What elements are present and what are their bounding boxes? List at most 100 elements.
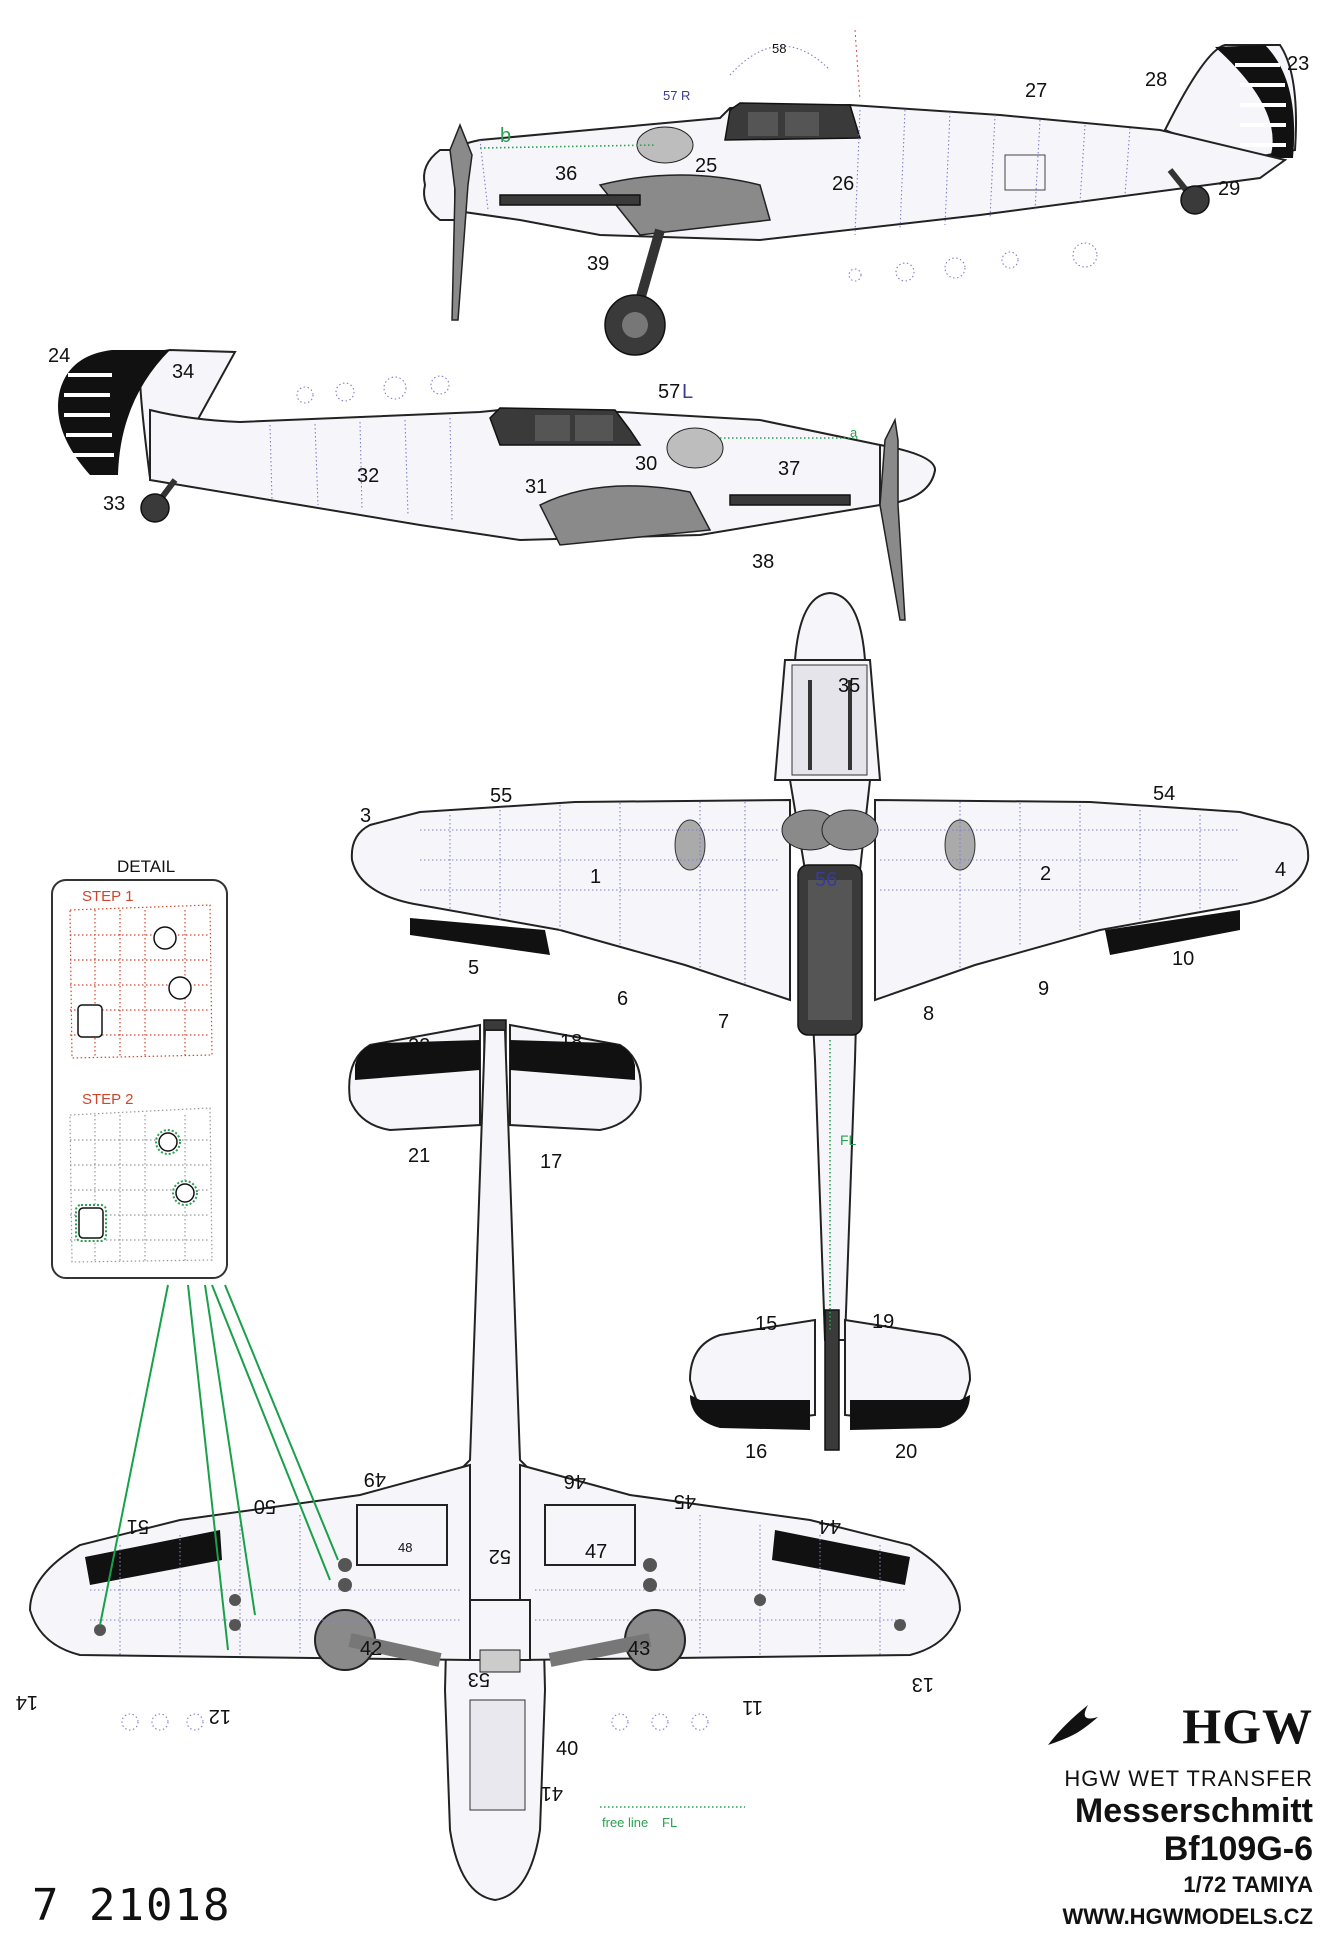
propeller-left — [879, 417, 906, 621]
detail-step1-grid — [69, 904, 213, 1059]
label-41: 41 — [541, 1782, 563, 1804]
detail-step1-label: STEP 1 — [82, 888, 133, 905]
label-50: 50 — [254, 1495, 276, 1517]
label-40: 40 — [556, 1738, 578, 1760]
detail-arrows — [99, 1284, 339, 1651]
label-38: 38 — [752, 551, 774, 573]
catalog-number: 7 21018 — [32, 1880, 232, 1931]
label-11: 11 — [742, 1696, 763, 1718]
label-a: a — [850, 425, 858, 440]
label-17: 17 — [540, 1151, 562, 1173]
label-42: 42 — [360, 1638, 382, 1660]
logo-text: HGW — [1182, 1698, 1313, 1754]
detail-panel: DETAIL STEP 1 STEP 2 — [51, 857, 339, 1651]
top-view: 35 55 54 3 4 1 2 56 5 6 7 8 9 10 FL 15 1… — [350, 591, 1310, 1463]
label-free-line: free line — [602, 1815, 648, 1830]
bottom-fuselage — [443, 1029, 547, 1902]
label-36: 36 — [555, 163, 577, 185]
label-23: 23 — [1287, 53, 1309, 75]
rudder-black-left — [58, 350, 170, 475]
label-52: 52 — [489, 1545, 511, 1567]
label-5: 5 — [468, 957, 479, 979]
label-33: 33 — [103, 493, 125, 515]
label-6: 6 — [617, 988, 628, 1010]
left-radiator — [356, 1504, 448, 1566]
label-12: 12 — [209, 1705, 231, 1727]
label-10: 10 — [1172, 948, 1194, 970]
tail-wheel-right — [1180, 185, 1210, 215]
right-radiator — [544, 1504, 636, 1566]
label-49: 49 — [364, 1468, 386, 1490]
label-56: 56 — [815, 869, 837, 891]
label-14: 14 — [16, 1691, 38, 1713]
label-57-letter-r: R — [681, 88, 690, 103]
label-45: 45 — [674, 1490, 696, 1512]
product-line: HGW WET TRANSFER — [1064, 1766, 1313, 1791]
fuselage-left-profile: 24 34 57 L a 32 31 30 37 33 38 — [48, 345, 937, 621]
label-57-num: 57 — [663, 88, 677, 103]
left-flap-hatch — [410, 918, 550, 955]
label-57-num-left: 57 — [658, 381, 680, 403]
model-name: Bf109G-6 — [1163, 1830, 1313, 1868]
tail-wheel-left — [140, 493, 170, 523]
label-9: 9 — [1038, 978, 1049, 1000]
label-27: 27 — [1025, 80, 1047, 102]
bird-emblem-icon — [1048, 1705, 1098, 1745]
label-32: 32 — [357, 465, 379, 487]
scale-kit: 1/72 TAMIYA — [1183, 1872, 1313, 1897]
label-57-letter-l: L — [682, 381, 693, 403]
label-28: 28 — [1145, 69, 1167, 91]
label-21: 21 — [408, 1145, 430, 1167]
label-free-line-code: FL — [662, 1815, 677, 1830]
label-16: 16 — [745, 1441, 767, 1463]
label-47: 47 — [585, 1541, 607, 1563]
bottom-view: 49 46 45 50 51 44 48 52 47 42 53 43 14 1… — [16, 1029, 962, 1902]
label-20: 20 — [895, 1441, 917, 1463]
detail-step2-grid — [69, 1107, 213, 1263]
detail-step2-label: STEP 2 — [82, 1091, 133, 1108]
label-34: 34 — [172, 361, 194, 383]
label-b: b — [500, 125, 511, 147]
label-18: 18 — [560, 1031, 582, 1053]
label-15: 15 — [755, 1313, 777, 1335]
label-22: 22 — [408, 1035, 430, 1057]
label-3: 3 — [360, 805, 371, 827]
label-1: 1 — [590, 866, 601, 888]
right-flap-hatch — [1105, 910, 1240, 955]
label-44: 44 — [819, 1515, 841, 1537]
propeller-right — [449, 122, 473, 321]
spinner-right — [423, 149, 456, 221]
label-8: 8 — [923, 1003, 934, 1025]
label-39: 39 — [587, 253, 609, 275]
rudder-black-right — [1215, 45, 1295, 158]
label-25: 25 — [695, 155, 717, 177]
label-46: 46 — [564, 1470, 586, 1492]
label-48: 48 — [398, 1540, 412, 1555]
detail-title: DETAIL — [117, 857, 175, 876]
wing-root-left — [538, 485, 712, 546]
label-55: 55 — [490, 785, 512, 807]
label-37: 37 — [778, 458, 800, 480]
website-url: WWW.HGWMODELS.CZ — [1062, 1904, 1313, 1929]
label-30: 30 — [635, 453, 657, 475]
label-19: 19 — [872, 1311, 894, 1333]
label-13: 13 — [912, 1673, 934, 1695]
maker-name: Messerschmitt — [1074, 1792, 1313, 1830]
label-43: 43 — [628, 1638, 650, 1660]
wing-root-right — [598, 174, 771, 236]
label-53: 53 — [468, 1668, 490, 1690]
fuselage-right-profile: 58 57 R b 36 25 26 27 28 23 29 39 — [423, 29, 1309, 356]
label-7: 7 — [718, 1011, 729, 1033]
label-24: 24 — [48, 345, 70, 367]
label-2: 2 — [1040, 863, 1051, 885]
label-54: 54 — [1153, 783, 1175, 805]
label-51: 51 — [127, 1515, 149, 1537]
label-29: 29 — [1218, 178, 1240, 200]
label-35: 35 — [838, 675, 860, 697]
label-fl-top: FL — [840, 1132, 857, 1148]
right-wing-top — [874, 798, 1310, 1002]
label-31: 31 — [525, 476, 547, 498]
label-26: 26 — [832, 173, 854, 195]
hgw-logo: HGW — [1043, 1695, 1313, 1755]
